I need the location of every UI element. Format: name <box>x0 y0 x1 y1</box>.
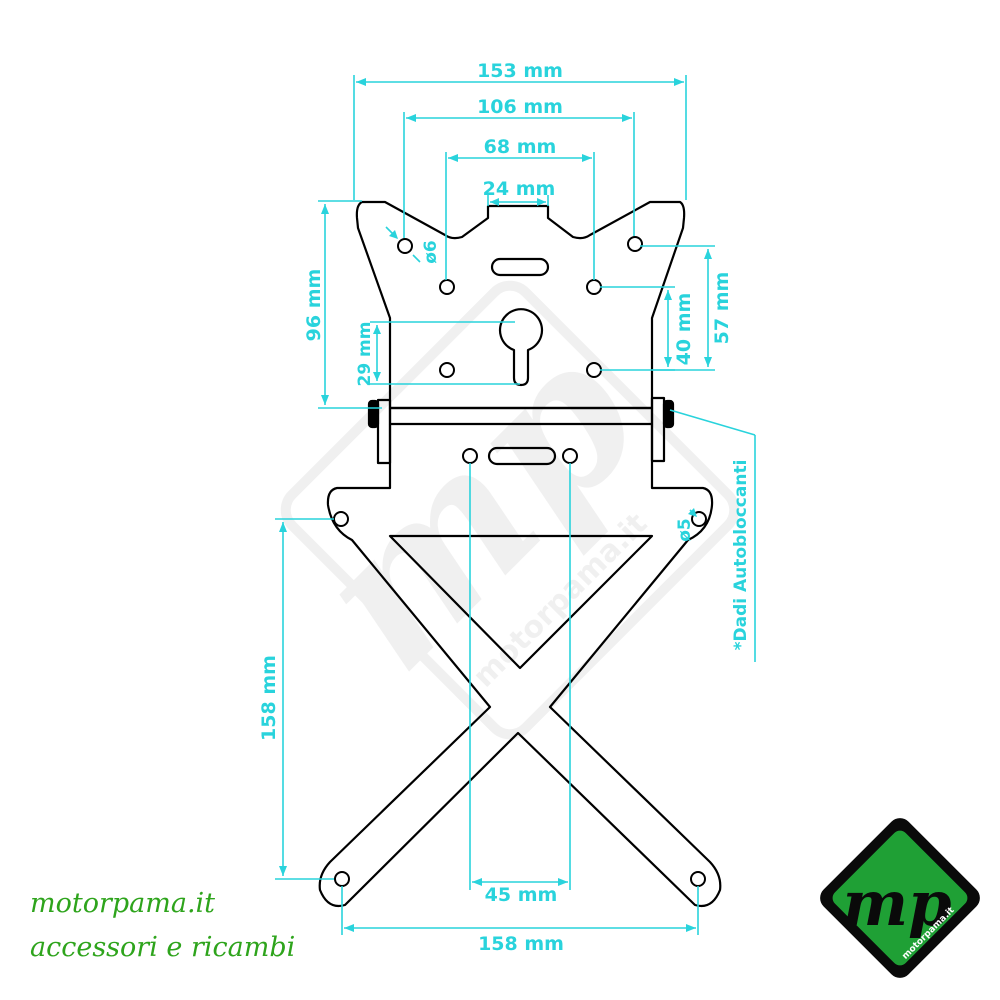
hole <box>462 448 478 464</box>
lower-slot <box>487 446 557 466</box>
brand-site-text: motorpama.it <box>30 888 216 919</box>
dim-dia6: ø6 <box>421 240 441 264</box>
dim-40: 40 mm <box>673 293 695 366</box>
dim-29: 29 mm <box>355 321 375 386</box>
dim-96: 96 mm <box>303 269 325 342</box>
dim-153: 153 mm <box>477 60 563 82</box>
brand-logo: mp motorpama.it <box>820 818 980 978</box>
dim-57: 57 mm <box>711 272 733 345</box>
hole <box>334 871 350 887</box>
dim-68: 68 mm <box>484 136 557 158</box>
hole <box>690 871 706 887</box>
hole <box>586 279 602 295</box>
hole <box>333 511 349 527</box>
bracket-outline <box>318 200 722 908</box>
arrowheads <box>279 78 712 932</box>
top-plate <box>355 200 686 410</box>
dimension-lines <box>275 75 756 935</box>
note-self-locking-nuts: *Dadi Autobloccanti <box>731 460 751 651</box>
watermark-letters: mp <box>269 299 684 714</box>
dim-dia5: ø5 <box>675 518 695 542</box>
hole <box>439 362 455 378</box>
x-frame <box>318 424 722 908</box>
dim-24: 24 mm <box>483 178 556 200</box>
hole <box>627 236 643 252</box>
logo-letters: mp <box>843 867 952 940</box>
dim-158-vertical: 158 mm <box>258 655 280 741</box>
hole <box>439 279 455 295</box>
hole <box>397 238 413 254</box>
nut-right <box>662 399 675 429</box>
dim-158-bottom: 158 mm <box>478 933 564 955</box>
dim-106: 106 mm <box>477 96 563 118</box>
upper-slot <box>490 257 550 277</box>
triangle-cutout <box>388 534 654 670</box>
dimension-labels: 153 mm 106 mm 68 mm 24 mm 96 mm 29 mm 57… <box>258 60 751 955</box>
brand-tagline: accessori e ricambi <box>30 932 296 963</box>
nut-left <box>367 399 380 429</box>
hole <box>586 362 602 378</box>
keyhole <box>498 308 544 387</box>
dim-45: 45 mm <box>485 884 558 906</box>
hole <box>562 448 578 464</box>
